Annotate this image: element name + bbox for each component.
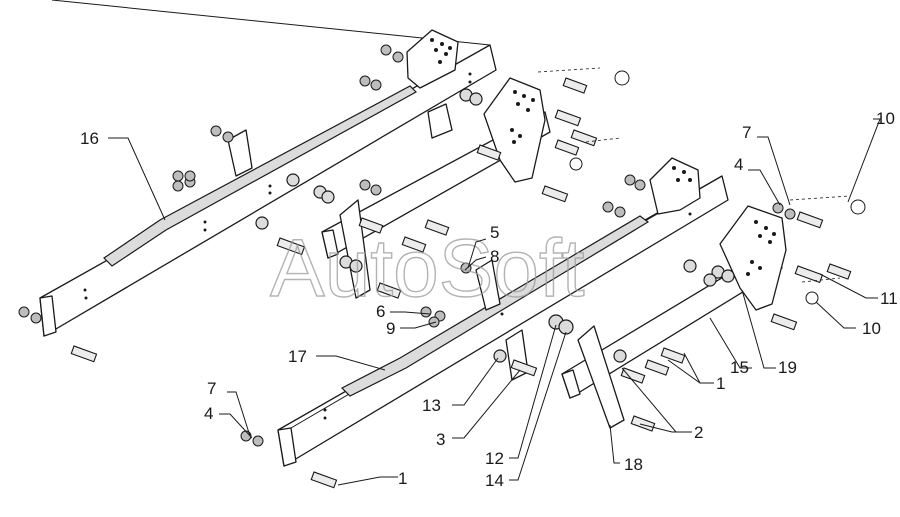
- leader-lines: [108, 118, 881, 486]
- callout-1-right: 1: [716, 374, 725, 393]
- callout-7-lower: 7: [207, 379, 216, 398]
- bracket-plate-lower-left: [649, 157, 701, 215]
- callout-4-lower: 4: [204, 404, 213, 423]
- callout-18: 18: [624, 455, 643, 474]
- callout-16: 16: [80, 129, 99, 148]
- callout-7-upper: 7: [742, 123, 751, 142]
- watermark: AutoSoft: [270, 223, 585, 314]
- callout-10-lower: 10: [862, 319, 881, 338]
- bracket-plate-upper-mid: [483, 77, 546, 183]
- callout-5: 5: [490, 223, 499, 242]
- cover-strip-upper: [103, 85, 417, 267]
- callout-8: 8: [490, 247, 499, 266]
- bracket-plate-upper-left: [406, 29, 459, 89]
- callout-1-bottom: 1: [398, 469, 407, 488]
- callout-12: 12: [485, 449, 504, 468]
- bolts-upper: [70, 67, 630, 363]
- bolts-lower: [310, 195, 866, 489]
- callout-10-upper: 10: [876, 109, 895, 128]
- callout-9: 9: [386, 319, 395, 338]
- callout-15: 15: [730, 358, 749, 377]
- callout-19: 19: [778, 358, 797, 377]
- callout-4-upper: 4: [734, 155, 743, 174]
- callout-labels: 16 7 4 10 5 8 6 9 17 7 4 13 3 12 14 1 18…: [80, 109, 898, 490]
- hardware-upper: [18, 44, 646, 324]
- callout-11: 11: [880, 289, 898, 308]
- callout-17: 17: [288, 347, 307, 366]
- callout-6: 6: [376, 302, 385, 321]
- beam-upper-inner: [321, 111, 551, 259]
- mount-plate-small-upper: [227, 103, 453, 299]
- callout-3: 3: [436, 430, 445, 449]
- hardware-lower: [240, 202, 796, 447]
- callout-2: 2: [694, 423, 703, 442]
- callout-14: 14: [485, 471, 504, 490]
- callout-13: 13: [422, 396, 441, 415]
